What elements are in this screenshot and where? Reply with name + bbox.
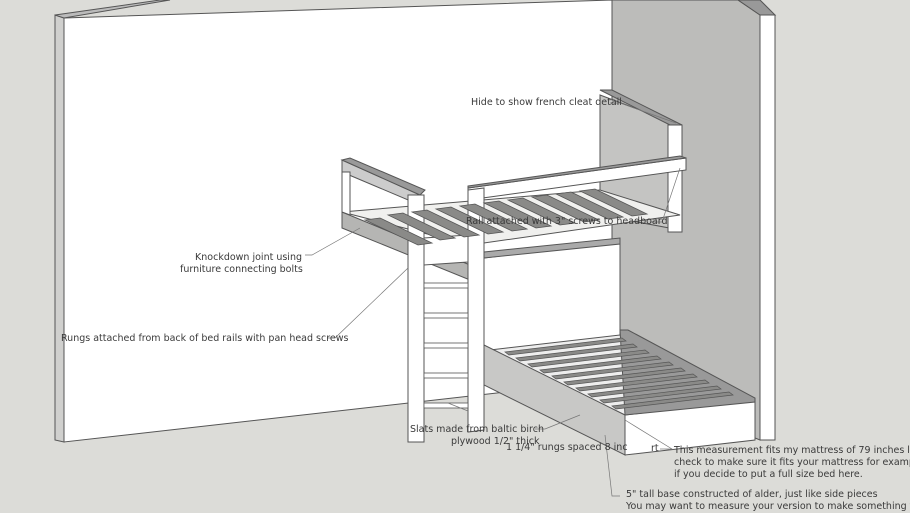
leader-lines — [305, 102, 681, 497]
annotation-knockdown-line1: Knockdown joint using — [195, 252, 302, 263]
ladder-rungs — [423, 282, 469, 409]
right-wall-top — [737, 0, 777, 16]
right-wall-edge — [759, 14, 776, 441]
left-wall-edge — [54, 14, 65, 443]
annotation-base: 5" tall base constructed of alder, just … — [626, 489, 910, 513]
annotation-base-line1: 5" tall base constructed of alder, just … — [626, 489, 878, 500]
annotation-base-line2: You may want to measure your version to … — [626, 501, 910, 512]
annotation-measurement: This measurement fits my mattress of 79 … — [674, 445, 910, 481]
annotation-rail-attached: Rail attached with 3" screws to headboar… — [466, 216, 668, 227]
annotation-rungs-spaced: 1 1/4" rungs spaced 8 inc — [506, 442, 628, 453]
annotation-slats-line1: Slats made from baltic birch — [410, 424, 544, 435]
annotation-rungs-attached: Rungs attached from back of bed rails wi… — [61, 333, 349, 344]
annotation-rt: rt — [651, 443, 659, 454]
annotation-measurement-line3: if you decide to put a full size bed her… — [674, 469, 863, 480]
annotation-french-cleat: Hide to show french cleat detail — [471, 97, 622, 108]
ladder-post-right — [467, 187, 485, 433]
annotation-slats-line2: plywood 1/2" thick — [451, 436, 540, 447]
annotation-knockdown: Knockdown joint using furniture connecti… — [180, 252, 303, 276]
lower-slats — [504, 337, 734, 410]
left-post — [341, 171, 351, 216]
annotation-knockdown-line2: furniture connecting bolts — [180, 264, 303, 275]
annotation-measurement-line2: check to make sure it fits your mattress… — [674, 457, 910, 468]
annotation-measurement-line1: This measurement fits my mattress of 79 … — [674, 445, 910, 456]
lower-headboard — [483, 241, 621, 351]
left-wall-top — [54, 0, 171, 19]
upper-slats — [363, 188, 649, 246]
ladder-post-left — [407, 194, 425, 443]
